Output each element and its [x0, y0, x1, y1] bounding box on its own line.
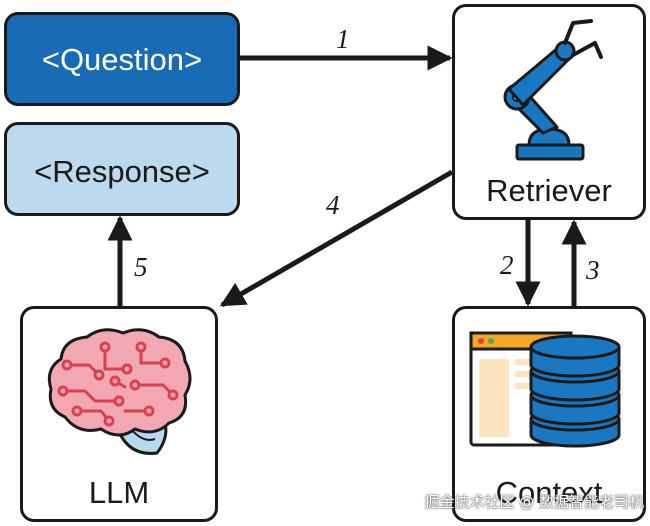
response-label: <Response> [34, 154, 210, 189]
watermark: 掘金技术社区 @ 数据智能老司机 [424, 493, 644, 511]
question-node: <Question> [4, 12, 240, 106]
robot-arm-icon [503, 19, 603, 161]
response-node: <Response> [4, 122, 240, 216]
edge-label-5: 5 [134, 252, 148, 282]
llm-label: LLM [88, 475, 150, 510]
brain-icon [47, 328, 192, 455]
edge-label-2: 2 [500, 250, 514, 280]
edge-label-4: 4 [326, 190, 340, 220]
arrow-4-retriever-to-llm [219, 169, 454, 308]
context-node: Context [452, 306, 646, 522]
edge-label-1: 1 [336, 24, 350, 54]
retriever-node: Retriever [452, 4, 646, 220]
context-label: Context [495, 475, 603, 510]
edge-label-3: 3 [586, 255, 600, 285]
retriever-label: Retriever [486, 173, 612, 208]
database-document-icon [469, 331, 621, 448]
question-label: <Question> [41, 42, 203, 77]
llm-node: LLM [20, 306, 218, 522]
